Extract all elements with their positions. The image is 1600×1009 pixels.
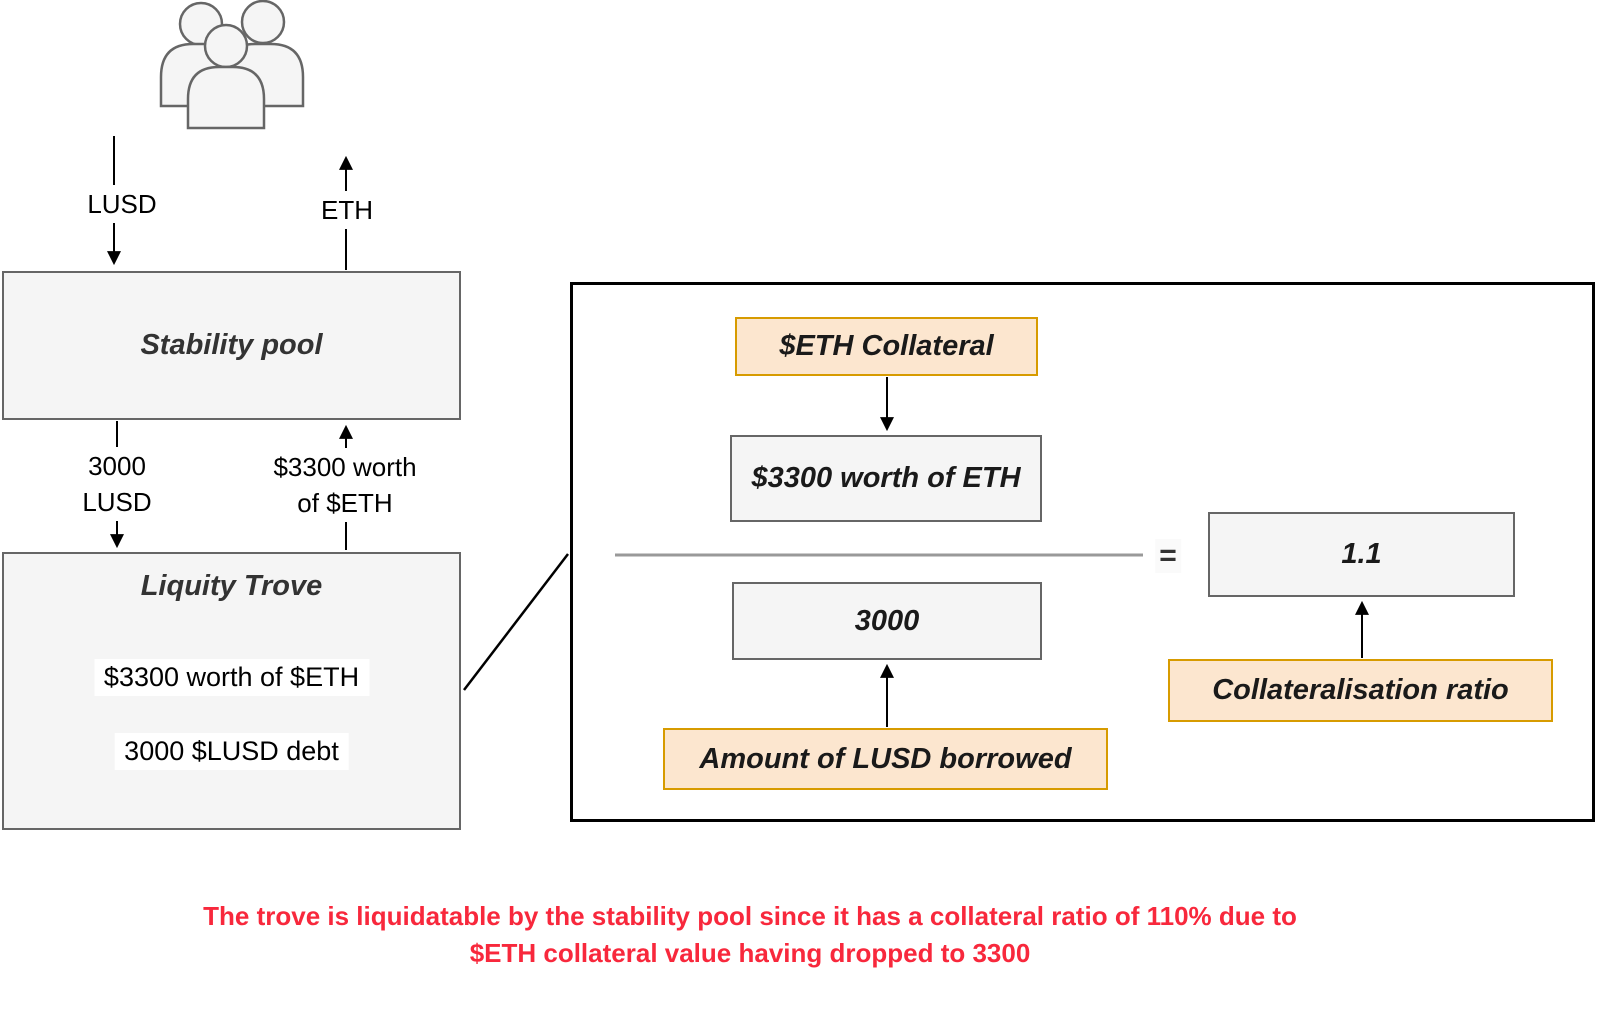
eth-collateral-tag-label: $ETH Collateral <box>779 330 994 362</box>
borrowed-value-label: 3000 <box>854 604 920 637</box>
users-icon <box>159 0 305 130</box>
borrowed-value-box: 3000 <box>732 582 1042 660</box>
reward-amount-label: $3300 worth of $ETH <box>268 448 422 522</box>
liquidation-caption-line2: $ETH collateral value having dropped to … <box>469 938 1031 968</box>
collateral-value-box: $3300 worth of ETH <box>730 435 1042 522</box>
liquidation-caption-line1: The trove is liquidatable by the stabili… <box>203 901 1297 931</box>
stability-pool-box: Stability pool <box>2 271 461 420</box>
liquity-trove-title: Liquity Trove <box>140 570 323 602</box>
users-icon-front-body <box>186 65 266 130</box>
lusd-flow-label: LUSD <box>82 185 162 223</box>
reward-amount-line2: of $ETH <box>297 488 393 518</box>
lusd-borrowed-tag-label: Amount of LUSD borrowed <box>699 742 1072 775</box>
collateralisation-ratio-tag: Collateralisation ratio <box>1168 659 1553 722</box>
trove-collateral-value: $3300 worth of $ETH <box>93 659 370 696</box>
ratio-result-label: 1.1 <box>1341 538 1382 570</box>
collateralisation-ratio-tag-label: Collateralisation ratio <box>1212 674 1509 706</box>
equals-sign: = <box>1155 539 1181 573</box>
collateral-value-label: $3300 worth of ETH <box>751 462 1021 494</box>
reward-amount-line1: $3300 worth <box>273 452 417 482</box>
deposit-amount-line2: LUSD <box>82 487 152 517</box>
eth-collateral-tag: $ETH Collateral <box>735 317 1038 376</box>
stability-pool-title: Stability pool <box>140 329 323 361</box>
ratio-result-box: 1.1 <box>1208 512 1515 597</box>
eth-flow-label: ETH <box>316 191 378 229</box>
lusd-borrowed-tag: Amount of LUSD borrowed <box>663 728 1108 790</box>
liquidation-caption: The trove is liquidatable by the stabili… <box>40 898 1460 972</box>
liquity-trove-box: Liquity Trove $3300 worth of $ETH 3000 $… <box>2 552 461 830</box>
trove-formula-connector <box>463 553 569 691</box>
deposit-amount-line1: 3000 <box>88 451 146 481</box>
deposit-amount-label: 3000 LUSD <box>77 447 157 521</box>
eth-flow-label-text: ETH <box>321 195 373 225</box>
lusd-flow-label-text: LUSD <box>87 189 157 219</box>
trove-debt-value: 3000 $LUSD debt <box>114 733 349 770</box>
